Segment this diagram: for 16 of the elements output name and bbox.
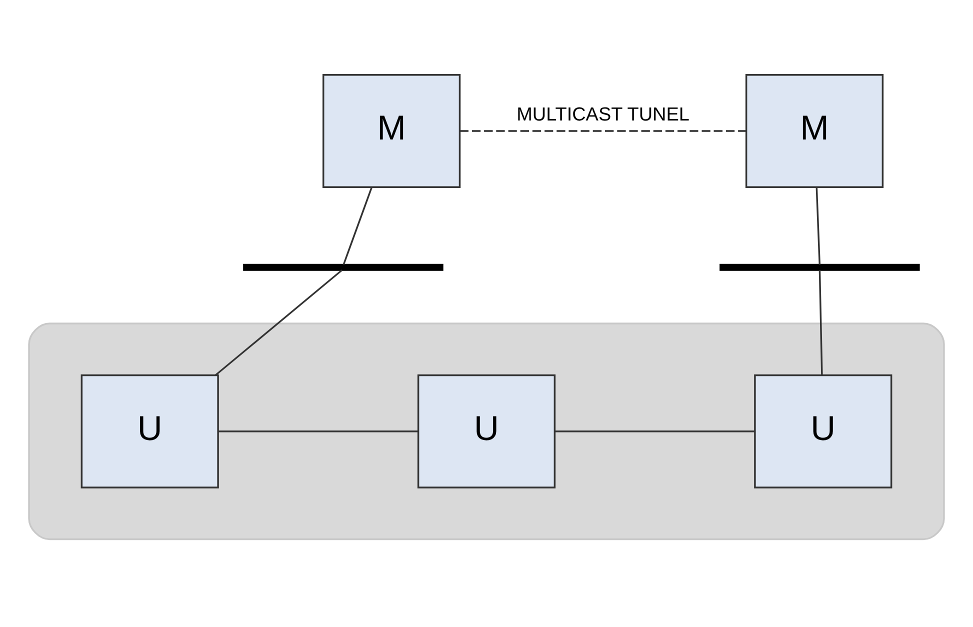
connector (342, 186, 372, 264)
connector (554, 430, 754, 432)
connector (214, 268, 343, 376)
cluster (28, 322, 945, 540)
connector (218, 430, 418, 432)
node-box: M (745, 74, 884, 188)
node-box: U (754, 374, 892, 488)
node-bar (720, 263, 920, 270)
node-box: M (322, 74, 461, 188)
node-box: U (80, 374, 219, 488)
node-box: U (417, 374, 556, 488)
connector (818, 270, 823, 375)
edge-label: MULTICAST TUNEL (516, 104, 690, 125)
node-bar (243, 263, 444, 270)
connector (816, 187, 820, 264)
connector (460, 130, 746, 132)
